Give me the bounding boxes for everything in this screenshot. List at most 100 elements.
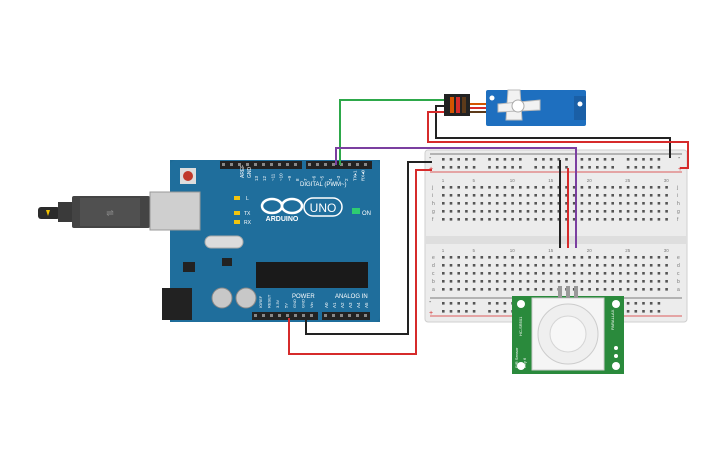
row-label: d [677, 263, 680, 269]
digital-pin-label: ~6 [311, 175, 316, 181]
power-pin-label: GND [292, 299, 297, 308]
column-label: 1 [442, 248, 445, 253]
digital-pin-label: ~10 [279, 173, 284, 181]
column-label: 1 [442, 178, 445, 183]
digital-pin-label: 7 [303, 178, 308, 181]
tx-led-label: TX [244, 211, 251, 217]
digital-pin-label: TX▸1 [352, 170, 357, 181]
row-label: j [431, 185, 433, 191]
column-label: 10 [510, 178, 516, 183]
lightning-icon [46, 210, 50, 216]
power-pin-label: IOREF [258, 295, 263, 308]
row-label: f [677, 217, 679, 223]
on-led-label: ON [362, 211, 371, 217]
analog-pin-label: A2 [340, 302, 345, 308]
pir-label-right: PARALLAX [610, 309, 615, 330]
header-holes [222, 163, 367, 317]
column-label: 20 [587, 178, 593, 183]
row-label: g [677, 209, 680, 215]
row-label: d [432, 263, 435, 269]
column-label: 30 [664, 178, 670, 183]
red-wire-servo [427, 111, 689, 169]
column-label: 20 [587, 248, 593, 253]
power-pin-label: 5V [284, 303, 289, 308]
digital-pin-label: ~3 [336, 175, 341, 181]
row-label: e [677, 255, 680, 261]
row-label: c [432, 271, 435, 277]
purple-wire [335, 147, 577, 248]
rail-plus-label-bottom: + [429, 310, 433, 317]
rail-minus-label: - [429, 155, 432, 162]
power-pin-label: RESET [267, 294, 272, 308]
digital-pin-label: 13 [254, 175, 259, 181]
row-label: g [432, 209, 435, 215]
usb-icon: ⇌ [106, 208, 114, 218]
column-label: 15 [548, 178, 554, 183]
digital-pin-label: 4 [328, 178, 333, 181]
arduino-brand: ARDUINO [266, 216, 299, 223]
servo-horn[interactable] [497, 89, 541, 121]
digital-pin-label: 8 [295, 178, 300, 181]
green-wire [339, 99, 450, 165]
black-wire-gnd [305, 161, 432, 335]
pir-label-left: PIR Sensor [514, 347, 519, 368]
analog-pin-label: A5 [364, 302, 369, 308]
rail-plus-label-right: + [678, 166, 682, 173]
column-label: 10 [510, 248, 516, 253]
pir-sensor[interactable]: HC-SR501 PIR Sensor Key 6 PARALLAX [512, 286, 624, 374]
analog-pin-label: A0 [324, 302, 329, 308]
column-label: 5 [473, 248, 476, 253]
digital-pin-label: ~11 [270, 173, 275, 181]
power-pin-label: 3.3V [275, 299, 280, 308]
column-label: 30 [664, 248, 670, 253]
digital-pin-label: RX◂0 [361, 169, 366, 181]
l-led-label: L [246, 196, 249, 202]
row-label: b [432, 279, 435, 285]
column-label: 15 [548, 248, 554, 253]
power-header-label: POWER [292, 294, 315, 300]
digital-pin-label: 2 [344, 178, 349, 181]
row-label: i [677, 193, 678, 199]
row-label: a [677, 287, 680, 293]
row-label: a [432, 287, 435, 293]
column-label: 25 [625, 178, 631, 183]
row-label: c [677, 271, 680, 277]
pir-label-top: HC-SR501 [518, 316, 523, 336]
row-label: e [432, 255, 435, 261]
analog-pin-label: A3 [348, 302, 353, 308]
pir-label-left2: Key 6 [522, 357, 527, 368]
analog-header-label: ANALOG IN [335, 294, 368, 300]
analog-pin-label: A1 [332, 302, 337, 308]
analog-pin-label: A4 [356, 302, 361, 308]
arduino-board[interactable]: ARDUINO UNO ON DIGITAL (PWM~) POWER ANAL… [149, 160, 380, 322]
red-wire-5v [288, 169, 432, 355]
row-label: i [432, 193, 433, 199]
black-wire-servo [435, 105, 671, 158]
digital-header-label: DIGITAL (PWM~) [300, 182, 347, 188]
column-label: 5 [473, 178, 476, 183]
digital-pin-label: ~9 [287, 175, 292, 181]
gnd-label: GND [247, 167, 253, 179]
digital-pin-label: ~5 [320, 175, 325, 181]
column-label: 25 [625, 248, 631, 253]
rx-led-label: RX [244, 220, 252, 226]
arduino-model: UNO [310, 201, 337, 215]
servo-motor[interactable] [444, 89, 586, 126]
row-label: f [432, 217, 434, 223]
digital-pin-label: 12 [262, 175, 267, 181]
row-label: h [432, 201, 435, 207]
rail-minus-label-right: - [678, 155, 681, 162]
rail-minus-label-bottom: - [429, 299, 432, 306]
wires [288, 99, 689, 355]
reset-button[interactable] [183, 171, 193, 181]
aref-label: AREF [240, 165, 246, 178]
arduino-logo: ARDUINO UNO [260, 197, 343, 223]
power-pin-label: GND [301, 299, 306, 308]
row-label: j [676, 185, 678, 191]
